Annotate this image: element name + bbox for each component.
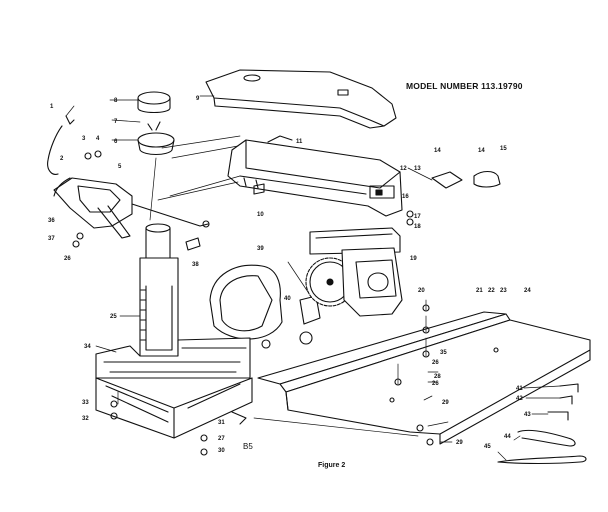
- part-label: 30: [218, 448, 225, 454]
- part-label: 39: [257, 246, 264, 252]
- part-label: 32: [82, 416, 89, 422]
- part-label: 36: [48, 218, 55, 224]
- part-labels: 1 2 3 4 5 6 7 8 9 10 11 12 13 14 14 15 1…: [48, 96, 531, 454]
- part-label: 33: [82, 400, 89, 406]
- part-label: 23: [500, 288, 507, 294]
- radial-arm: [227, 135, 403, 217]
- part-label: 26: [432, 360, 439, 366]
- part-label: 27: [218, 436, 225, 442]
- part-label: 41: [516, 386, 523, 392]
- part-label: 42: [516, 396, 523, 402]
- part-label: 5: [118, 164, 122, 170]
- part-label: 14: [434, 148, 441, 154]
- part-label: 28: [434, 374, 441, 380]
- part-label: 20: [418, 288, 425, 294]
- part-label: 26: [432, 381, 439, 387]
- part-label: 43: [524, 412, 531, 418]
- part-label: 38: [192, 262, 199, 268]
- part-label: 35: [440, 350, 447, 356]
- part-label: 16: [402, 194, 409, 200]
- part-label: 25: [110, 314, 117, 320]
- model-number: MODEL NUMBER 113.19790: [406, 81, 523, 91]
- part-label: 14: [478, 148, 485, 154]
- column: [139, 223, 179, 357]
- part-label: 29: [442, 400, 449, 406]
- blade-guard: [209, 264, 321, 349]
- part-label: 6: [114, 139, 118, 145]
- part-label: 21: [476, 288, 483, 294]
- drawing-code: B5: [243, 442, 253, 451]
- part-label: 4: [96, 136, 100, 142]
- part-label: 2: [60, 156, 64, 162]
- part-label: 18: [414, 224, 421, 230]
- part-label: 7: [114, 119, 118, 125]
- part-label: 37: [48, 236, 55, 242]
- part-label: 34: [84, 344, 91, 350]
- part-label: 9: [196, 96, 200, 102]
- part-label: 19: [410, 256, 417, 262]
- base-frame: [95, 337, 253, 439]
- part-label: 26: [64, 256, 71, 262]
- part-label: 29: [456, 440, 463, 446]
- table-boards: [257, 311, 591, 445]
- part-label: 1: [50, 104, 54, 110]
- part-label: 8: [114, 98, 118, 104]
- part-label: 45: [484, 444, 491, 450]
- part-label: 12: [400, 166, 407, 172]
- part-label: 15: [500, 146, 507, 152]
- part-label: 31: [218, 420, 225, 426]
- knob-assembly: [137, 91, 175, 156]
- figure-caption: Figure 2: [318, 462, 346, 469]
- part-label: 10: [257, 212, 264, 218]
- part-label: 24: [524, 288, 531, 294]
- leader-lines: [65, 95, 561, 461]
- part-label: 40: [284, 296, 291, 302]
- part-label: 3: [82, 136, 86, 142]
- part-label: 44: [504, 434, 511, 440]
- part-label: 11: [296, 139, 303, 145]
- part-label: 22: [488, 288, 495, 294]
- part-label: 13: [414, 166, 421, 172]
- arm-cover: [205, 69, 397, 129]
- yoke-handle: [47, 115, 210, 239]
- hardware: [72, 150, 587, 465]
- part-label: 17: [414, 214, 421, 220]
- motor-carriage: [309, 170, 501, 317]
